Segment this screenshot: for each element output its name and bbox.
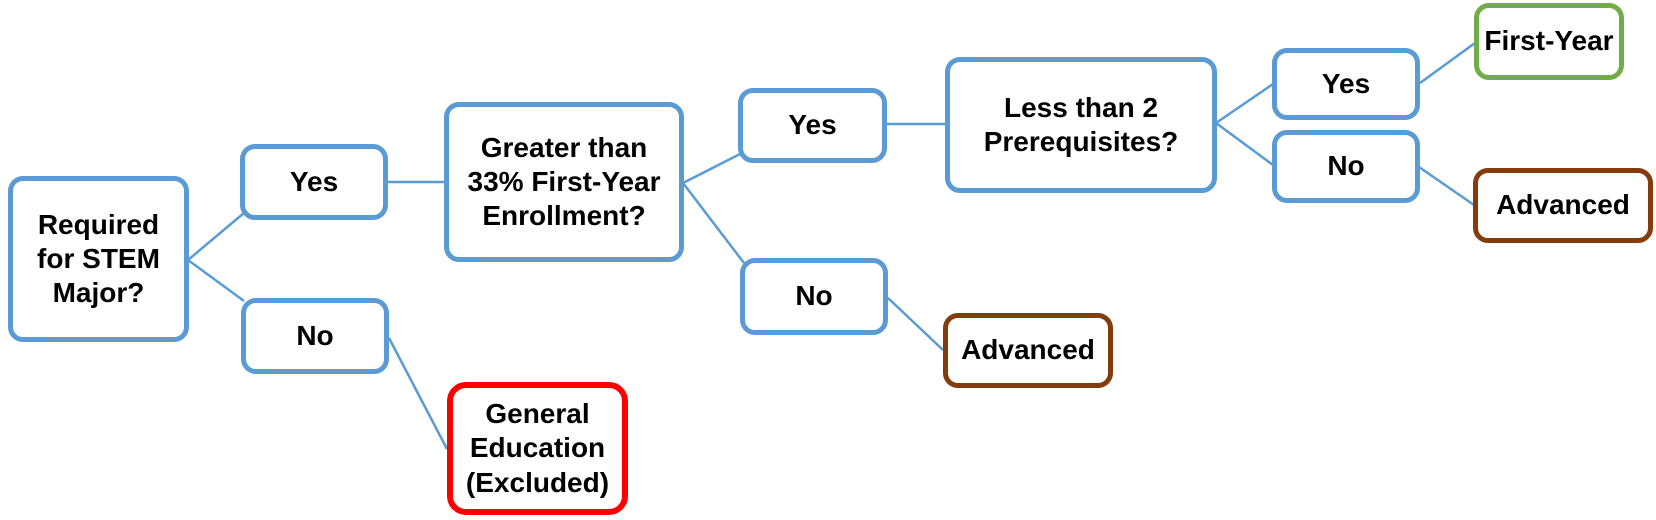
node-label: Less than 2 Prerequisites?	[983, 91, 1179, 157]
node-label: First-Year	[1484, 25, 1614, 57]
branch-no-stem: No	[241, 298, 389, 374]
question-less-than-2-prerequisites: Less than 2 Prerequisites?	[945, 57, 1217, 193]
node-label: Yes	[289, 165, 339, 197]
branch-yes-stem: Yes	[240, 144, 388, 220]
connector-prerequisites-to-no	[1215, 121, 1274, 167]
node-label: Yes	[1321, 67, 1371, 99]
branch-yes-enrollment: Yes	[738, 88, 887, 163]
node-label: General Education (Excluded)	[465, 398, 610, 498]
node-label: No	[795, 280, 833, 312]
branch-yes-prerequisites: Yes	[1272, 48, 1420, 120]
connector-no-to-advanced-right	[1418, 165, 1475, 207]
connector-no-to-advanced-mid	[887, 297, 944, 351]
connector-stem-to-no	[187, 258, 245, 303]
connector-no-to-general-ed	[387, 337, 449, 450]
node-label: Advanced	[961, 334, 1095, 366]
outcome-advanced-enrollment: Advanced	[943, 313, 1113, 388]
connector-stem-to-yes	[187, 212, 245, 261]
outcome-general-education-excluded: General Education (Excluded)	[447, 382, 628, 515]
branch-no-prerequisites: No	[1272, 130, 1420, 203]
node-label: Yes	[788, 109, 837, 141]
connector-prerequisites-to-yes	[1215, 82, 1274, 125]
node-label: Advanced	[1496, 189, 1630, 221]
outcome-first-year: First-Year	[1474, 3, 1624, 80]
node-label: No	[1327, 150, 1365, 182]
outcome-advanced-prerequisites: Advanced	[1473, 168, 1653, 243]
branch-no-enrollment: No	[740, 258, 888, 335]
node-label: No	[296, 319, 334, 351]
node-label: Required for STEM Major?	[37, 208, 160, 309]
node-label: Greater than 33% First-Year Enrollment?	[467, 131, 661, 232]
question-required-for-stem-major: Required for STEM Major?	[8, 176, 189, 342]
connector-yes-to-first-year	[1419, 41, 1476, 85]
connector-enrollment-to-no	[682, 182, 745, 264]
question-first-year-enrollment: Greater than 33% First-Year Enrollment?	[444, 102, 684, 262]
connector-enrollment-to-yes	[682, 151, 743, 185]
